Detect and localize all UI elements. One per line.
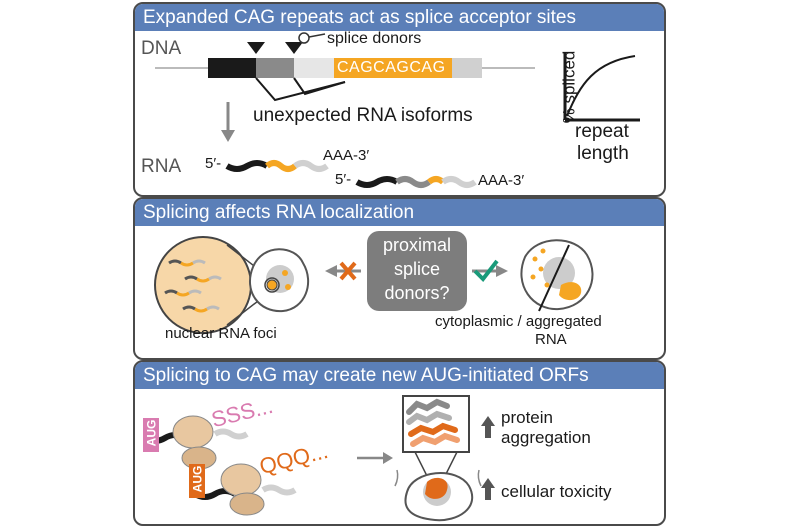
dna-label: DNA [141, 38, 182, 59]
ribosome-2-large [220, 463, 262, 497]
mrna-1-tail [213, 428, 249, 440]
panel-3-title: Splicing to CAG may create new AUG-initi… [135, 362, 664, 389]
rna-1-five-prime: 5′- [205, 155, 222, 172]
ribosome-2-small [229, 492, 265, 516]
panel-2-title: Splicing affects RNA localization [135, 199, 664, 226]
plot-xlabel-line2: length [577, 143, 629, 164]
dna-schematic [155, 32, 640, 188]
cytoplasmic-aggregate [559, 282, 582, 301]
rna-1-black [225, 160, 269, 172]
rna-2-grey [395, 176, 431, 188]
aug-label-2: AUG [190, 465, 205, 493]
rna-2-three-prime: AAA-3′ [478, 172, 525, 189]
orf-schematic [143, 395, 495, 522]
panel-rna-localization: Splicing affects RNA localization [133, 197, 666, 360]
nuclear-foci-label: nuclear RNA foci [165, 325, 277, 342]
localization-schematic [154, 231, 594, 334]
exon-light [294, 58, 334, 78]
rna-label: RNA [141, 156, 182, 177]
cellular-toxicity-label: cellular toxicity [501, 482, 612, 501]
splice-donor-pointer-circle [298, 32, 310, 44]
cag-sequence-label: CAGCAGCAG [337, 59, 446, 76]
cytoplasmic-label-line1: cytoplasmic / aggregated [435, 313, 602, 330]
isoforms-label: unexpected RNA isoforms [253, 105, 473, 126]
rna-2-tail [441, 176, 477, 188]
protein-aggregation-line1: protein [501, 408, 553, 427]
panel-aug-orfs: Splicing to CAG may create new AUG-initi… [133, 360, 666, 526]
rna-focus-1 [266, 279, 278, 291]
rna-1-three-prime: AAA-3′ [323, 147, 370, 164]
rna-2-five-prime: 5′- [335, 171, 352, 188]
question-line-1: proximal [382, 235, 452, 255]
rna-2-black [355, 176, 399, 188]
fibrils [406, 398, 460, 447]
up-arrow-aggregation [481, 416, 495, 426]
up-arrow-toxicity [481, 478, 495, 488]
plot-xlabel-line1: repeat [575, 121, 629, 142]
exon-black [208, 58, 256, 78]
plot-ylabel: % spliced [559, 50, 579, 124]
splice-donors-label: splice donors [327, 30, 422, 47]
nucleus-right [543, 257, 575, 289]
splice-arc-2 [293, 77, 346, 96]
aug-label-1: AUG [144, 419, 159, 447]
panel-1-title: Expanded CAG repeats act as splice accep… [135, 4, 664, 31]
cag-repeat-block [334, 58, 452, 78]
protein-aggregate [425, 477, 448, 499]
zoom-rna-strands [164, 259, 222, 313]
protein-aggregation-line2: aggregation [501, 428, 591, 447]
plot-saturation-curve [566, 55, 636, 117]
splice-donor-marker-2 [285, 42, 303, 54]
panel-cag-splice-acceptor: Expanded CAG repeats act as splice accep… [133, 2, 666, 197]
exon-end [452, 58, 482, 78]
rna-1-tail [293, 160, 329, 172]
question-line-3: donors? [384, 283, 450, 303]
cytoplasmic-dots [530, 248, 550, 288]
question-line-2: splice [393, 259, 441, 279]
rna-1-cag [265, 160, 297, 172]
exon-grey [256, 58, 294, 78]
aug-box-1 [143, 418, 159, 452]
check-mark [473, 259, 499, 283]
ribosome-1-large [172, 415, 214, 449]
aug-box-2 [189, 464, 205, 498]
mrna-2-tail [261, 484, 297, 496]
zoom-nucleus-circle [154, 236, 252, 334]
question-box [367, 231, 467, 311]
cytoplasmic-label-line2: RNA [535, 331, 567, 348]
splice-donor-marker-1 [247, 42, 265, 54]
rna-2-cag [427, 176, 445, 185]
